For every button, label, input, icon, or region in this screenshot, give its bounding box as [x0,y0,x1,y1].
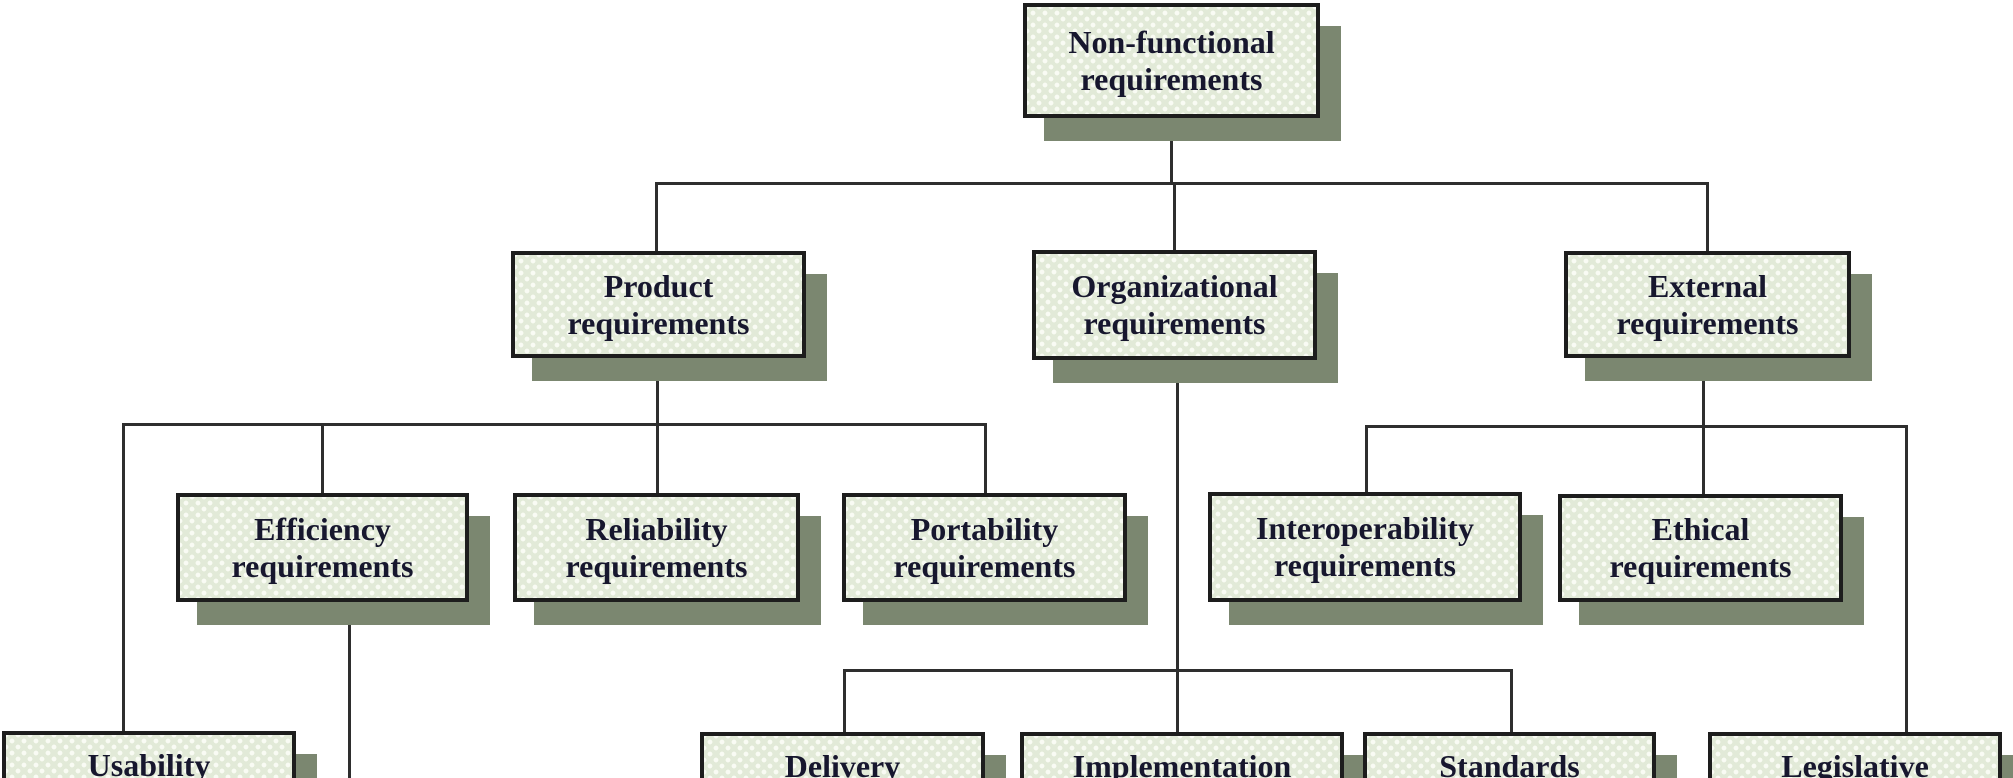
edge-external-horizontal [1365,425,1908,428]
node-label: Legislative [1781,748,1929,778]
node-label: Organizational requirements [1071,268,1278,341]
node-organizational-requirements: Organizational requirements [1032,250,1317,360]
edge-drop-delivery [843,669,846,732]
edge-trunk-organizational-to-implementation [1176,360,1179,732]
node-label: Implementation [1072,748,1292,778]
node-label: Standards [1439,748,1580,778]
node-label: Product requirements [567,267,750,341]
node-label: Interoperability requirements [1255,510,1475,583]
edge-product-horizontal [122,423,987,426]
edge-trunk-nonfunctional [1170,118,1173,182]
edge-drop-legislative [1905,425,1908,732]
edge-drop-interoperability [1365,425,1368,492]
edge-efficiency-subtree-cutoff [348,602,351,778]
edge-drop-external [1706,182,1709,251]
node-delivery-requirements: Delivery [700,732,985,778]
edge-organizational-horizontal [843,669,1513,672]
node-label: Usability [87,747,211,778]
edge-level2-horizontal [655,182,1709,185]
node-label: Portability requirements [893,510,1076,584]
edge-drop-portability [984,423,987,493]
node-ethical-requirements: Ethical requirements [1558,494,1843,602]
edge-drop-product [655,182,658,251]
node-nonfunctional-requirements: Non-functional requirements [1023,3,1320,118]
edge-drop-efficiency [321,423,324,493]
edge-drop-organizational [1173,182,1176,250]
node-reliability-requirements: Reliability requirements [513,493,800,602]
node-implementation-requirements: Implementation [1020,732,1344,778]
node-legislative-requirements: Legislative [1708,732,2002,778]
node-label: Reliability requirements [565,510,748,584]
node-external-requirements: External requirements [1564,251,1851,358]
node-efficiency-requirements: Efficiency requirements [176,493,469,602]
node-label: Delivery [784,748,901,778]
node-label: Efficiency requirements [231,510,414,584]
node-label: Non-functional requirements [1068,23,1275,97]
node-standards-requirements: Standards [1363,732,1656,778]
node-label: Ethical requirements [1609,511,1792,584]
edge-drop-usability [122,423,125,731]
node-usability-requirements: Usability [2,731,296,778]
node-interoperability-requirements: Interoperability requirements [1208,492,1522,602]
node-product-requirements: Product requirements [511,251,806,358]
edge-drop-standards [1510,669,1513,732]
node-portability-requirements: Portability requirements [842,493,1127,602]
node-label: External requirements [1616,267,1799,341]
